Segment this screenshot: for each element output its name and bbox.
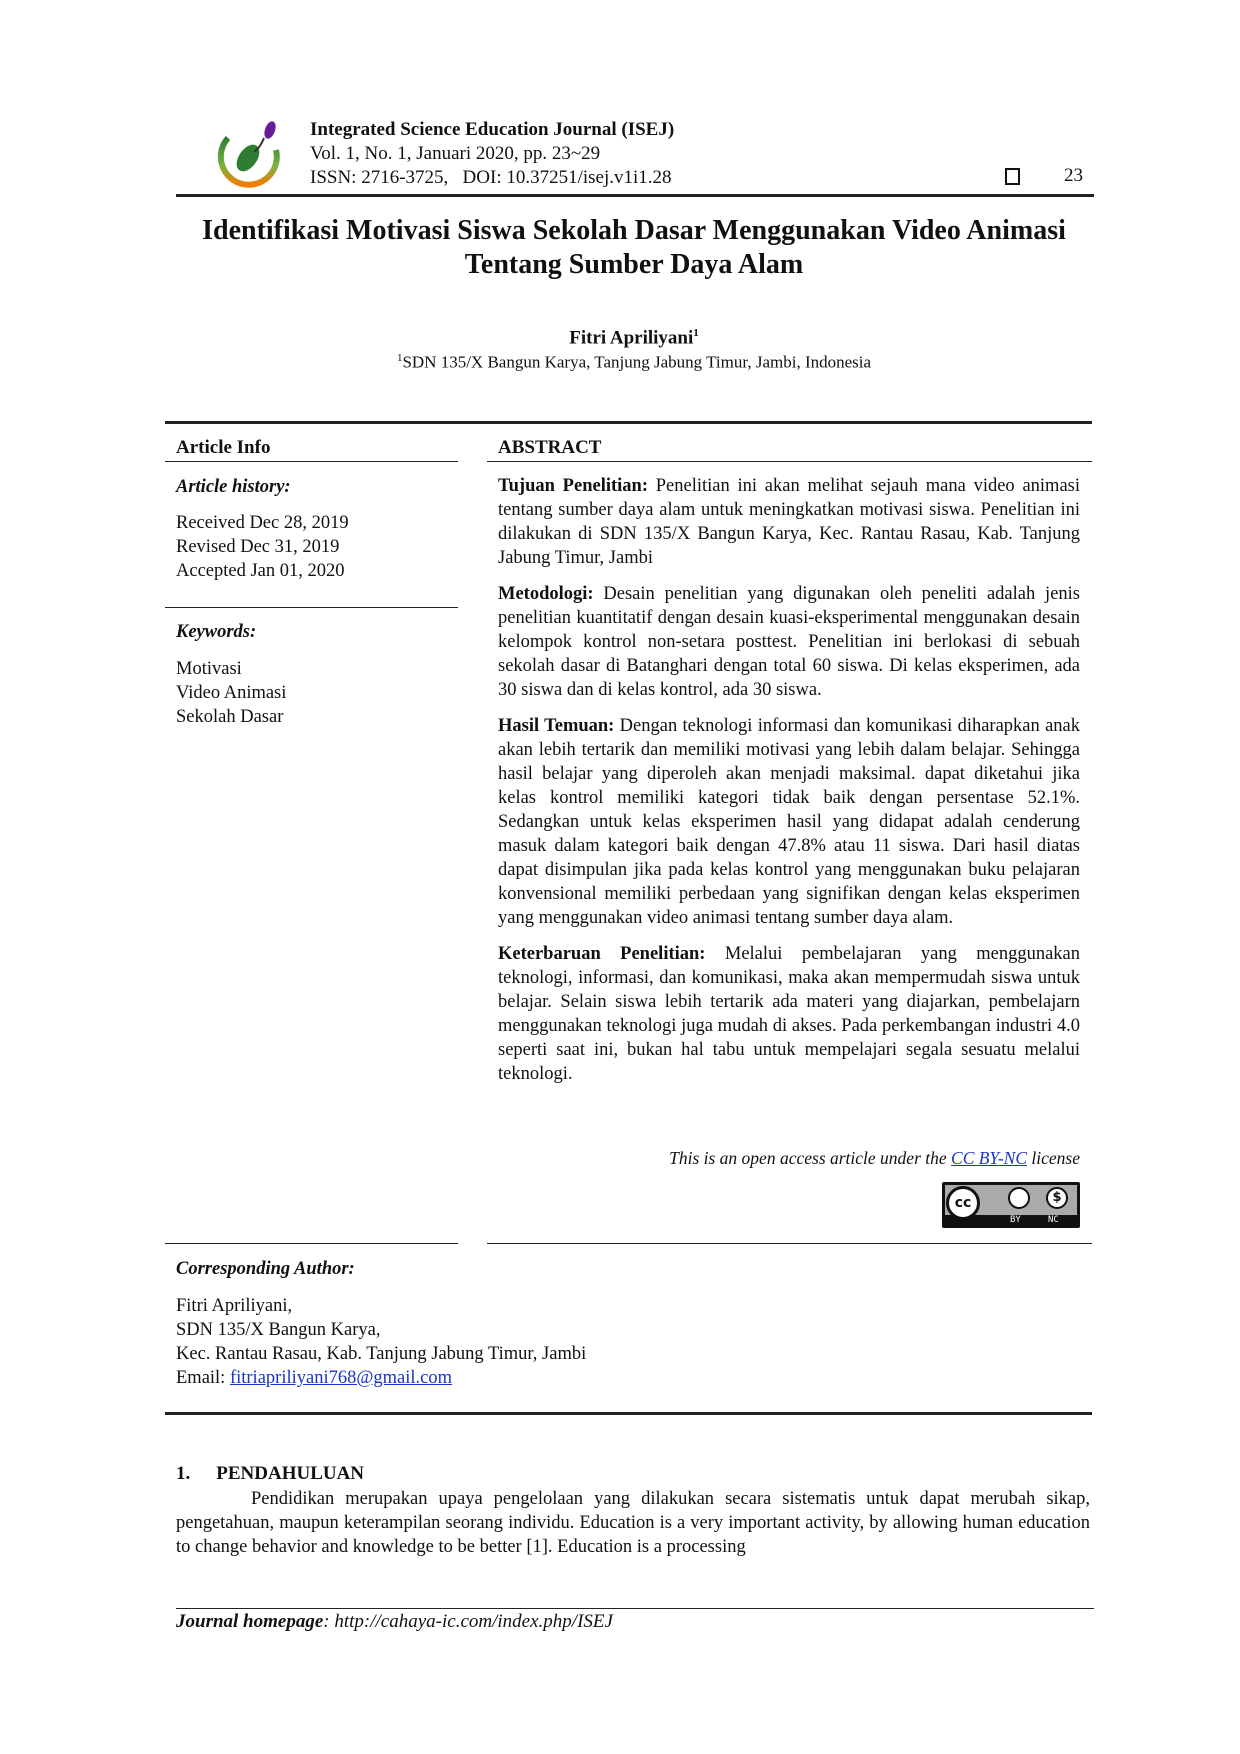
corr-line: Fitri Apriliyani, <box>176 1296 293 1316</box>
footer-url: : http://cahaya-ic.com/index.php/ISEJ <box>323 1611 613 1632</box>
email-link[interactable]: fitriapriliyani768@gmail.com <box>229 1368 452 1388</box>
left-col-rule <box>165 461 458 462</box>
history-dates: Received Dec 28, 2019 Revised Dec 31, 20… <box>176 511 349 583</box>
section-body: Pendidikan merupakan upaya pengelolaan y… <box>176 1489 1090 1557</box>
para-text: Dengan teknologi informasi dan komunikas… <box>498 716 1080 928</box>
info-bottom-rule-right <box>487 1243 1092 1244</box>
keywords-rule <box>165 607 458 608</box>
cc-by-nc-badge[interactable]: cc $ BY NC <box>942 1182 1080 1228</box>
para-text: Melalui pembelajaran yang menggunakan te… <box>498 944 1080 1084</box>
issn: ISSN: 2716-3725, <box>310 167 449 188</box>
keywords-list: Motivasi Video Animasi Sekolah Dasar <box>176 657 286 729</box>
footer-rule <box>176 1608 1094 1609</box>
affil-sup: 1 <box>396 352 403 364</box>
license-text: license <box>1027 1148 1080 1168</box>
para-label: Metodologi: <box>498 584 594 604</box>
article-info-heading: Article Info <box>176 437 271 458</box>
paper-title: Identifikasi Motivasi Siswa Sekolah Dasa… <box>176 214 1092 282</box>
para-label: Hasil Temuan: <box>498 716 615 736</box>
corr-line: Kec. Rantau Rasau, Kab. Tanjung Jabung T… <box>176 1344 587 1364</box>
email-label: Email: <box>176 1368 230 1388</box>
doi: DOI: 10.37251/isej.v1i1.28 <box>462 167 672 188</box>
corresponding-label: Corresponding Author: <box>176 1259 355 1279</box>
corr-line: SDN 135/X Bangun Karya, <box>176 1320 381 1340</box>
nc-label: NC <box>1048 1215 1059 1225</box>
title-line: Identifikasi Motivasi Siswa Sekolah Dasa… <box>202 215 1066 246</box>
license-line: This is an open access article under the… <box>669 1148 1080 1169</box>
license-text: This is an open access article under the <box>669 1148 952 1168</box>
nc-dollar-icon: $ <box>1046 1187 1068 1209</box>
license-link[interactable]: CC BY-NC <box>951 1148 1028 1168</box>
journal-header: Integrated Science Education Journal (IS… <box>310 118 674 190</box>
accepted-date: Accepted Jan 01, 2020 <box>176 561 345 581</box>
received-date: Received Dec 28, 2019 <box>176 513 349 533</box>
history-label: Article history: <box>176 477 291 497</box>
page-number: 23 <box>1064 165 1083 186</box>
para-label: Tujuan Penelitian: <box>498 476 648 496</box>
by-label: BY <box>1010 1215 1021 1225</box>
keyword: Video Animasi <box>176 683 287 703</box>
journal-volume: Vol. 1, No. 1, Januari 2020, pp. 23~29 <box>310 143 601 164</box>
keywords-label: Keywords: <box>176 622 257 642</box>
keyword: Sekolah Dasar <box>176 707 284 727</box>
corresponding-rule <box>165 1412 1092 1415</box>
abstract-paragraph: Keterbaruan Penelitian: Melalui pembelaj… <box>498 942 1080 1086</box>
author-sup: 1 <box>693 327 699 339</box>
right-col-rule <box>487 461 1092 462</box>
abstract-heading: ABSTRACT <box>498 437 602 458</box>
keyword: Motivasi <box>176 659 242 679</box>
abstract-body: Tujuan Penelitian: Penelitian ini akan m… <box>498 474 1080 1098</box>
section-title: PENDAHULUAN <box>216 1463 365 1484</box>
affiliation: 1SDN 135/X Bangun Karya, Tanjung Jabung … <box>176 352 1092 373</box>
square-icon <box>1005 168 1020 185</box>
abstract-paragraph: Hasil Temuan: Dengan teknologi informasi… <box>498 714 1080 930</box>
footer: Journal homepage: http://cahaya-ic.com/i… <box>176 1611 613 1633</box>
info-top-rule <box>165 421 1092 424</box>
section-number: 1. <box>176 1463 191 1484</box>
title-line: Tentang Sumber Daya Alam <box>464 249 804 280</box>
author-text: Fitri Apriliyani <box>569 327 694 349</box>
journal-logo <box>214 118 286 190</box>
revised-date: Revised Dec 31, 2019 <box>176 537 340 557</box>
author-name: Fitri Apriliyani1 <box>176 327 1092 349</box>
info-bottom-rule-left <box>165 1243 458 1244</box>
para-label: Keterbaruan Penelitian: <box>498 944 706 964</box>
footer-label: Journal homepage <box>176 1611 324 1632</box>
section-heading: 1. PENDAHULUAN <box>176 1463 364 1485</box>
header-rule <box>176 194 1094 197</box>
cc-icon: cc <box>946 1186 980 1220</box>
abstract-paragraph: Tujuan Penelitian: Penelitian ini akan m… <box>498 474 1080 570</box>
corresponding-details: Fitri Apriliyani, SDN 135/X Bangun Karya… <box>176 1294 586 1390</box>
by-person-icon <box>1008 1187 1030 1209</box>
para-text: Penelitian ini akan melihat sejauh mana … <box>498 476 1080 568</box>
journal-name: Integrated Science Education Journal (IS… <box>310 119 675 140</box>
affil-text: SDN 135/X Bangun Karya, Tanjung Jabung T… <box>402 352 872 372</box>
abstract-paragraph: Metodologi: Desain penelitian yang digun… <box>498 582 1080 702</box>
para-text: Desain penelitian yang digunakan oleh pe… <box>498 584 1080 700</box>
